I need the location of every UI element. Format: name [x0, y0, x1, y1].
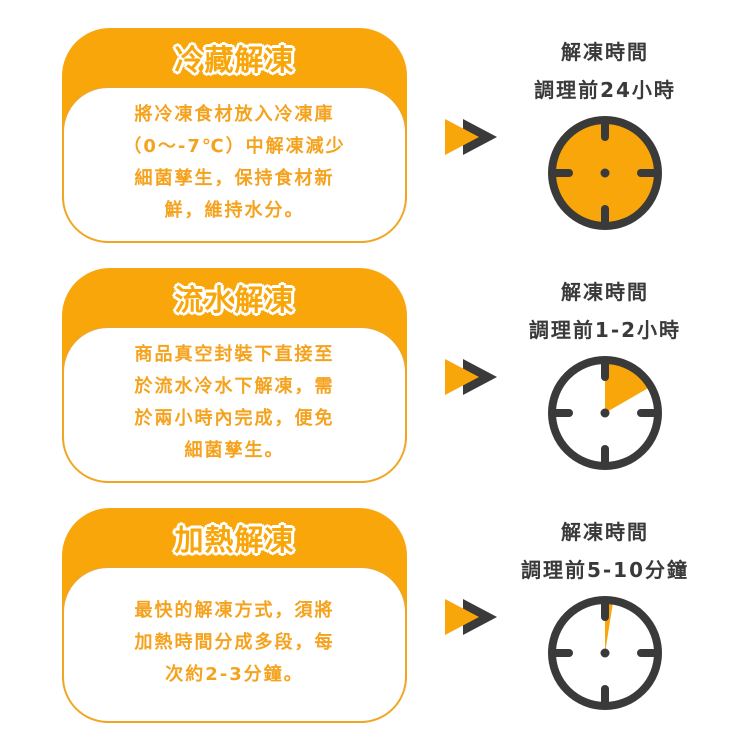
description-line: 細菌孳生，保持食材新	[134, 167, 335, 189]
description-line: 次約2-3分鐘。	[165, 663, 304, 685]
description-line: 商品真空封裝下直接至	[134, 343, 335, 365]
description-line: 鮮，維持水分。	[164, 199, 305, 221]
thaw-time-value: 調理前5-10分鐘	[520, 558, 690, 582]
double-arrow-right-icon	[445, 359, 497, 395]
thaw-time-label: 解凍時間 調理前1-2小時	[495, 273, 715, 349]
thaw-time-label: 解凍時間 調理前24小時	[495, 33, 715, 109]
thaw-time-heading: 解凍時間	[561, 40, 649, 64]
thaw-time-heading: 解凍時間	[561, 280, 649, 304]
thaw-time-value: 調理前24小時	[534, 78, 676, 102]
description-line: （0～-7℃）中解凍減少	[123, 135, 346, 157]
description-line: 細菌孳生。	[184, 439, 285, 461]
method-description: 將冷凍食材放入冷凍庫 （0～-7℃）中解凍減少 細菌孳生，保持食材新 鮮，維持水…	[105, 99, 365, 227]
method-description-box: 將冷凍食材放入冷凍庫 （0～-7℃）中解凍減少 細菌孳生，保持食材新 鮮，維持水…	[62, 86, 407, 243]
clock-icon	[548, 596, 662, 710]
method-description-box: 最快的解凍方式，須將 加熱時間分成多段，每 次約2-3分鐘。	[62, 566, 407, 723]
description-line: 最快的解凍方式，須將	[134, 599, 335, 621]
method-title: 加熱解凍	[174, 523, 295, 557]
double-arrow-right-icon	[445, 119, 497, 155]
thaw-time-heading: 解凍時間	[561, 520, 649, 544]
method-card-heating: 加熱解凍 最快的解凍方式，須將 加熱時間分成多段，每 次約2-3分鐘。	[62, 508, 407, 723]
method-description: 商品真空封裝下直接至 於流水冷水下解凍，需 於兩小時內完成，便免 細菌孳生。	[105, 339, 365, 467]
description-line: 於兩小時內完成，便免	[134, 407, 335, 429]
double-arrow-right-icon	[445, 599, 497, 635]
method-title: 冷藏解凍	[174, 43, 295, 77]
method-description: 最快的解凍方式，須將 加熱時間分成多段，每 次約2-3分鐘。	[105, 595, 365, 691]
method-card-running-water: 流水解凍 商品真空封裝下直接至 於流水冷水下解凍，需 於兩小時內完成，便免 細菌…	[62, 268, 407, 483]
method-description-box: 商品真空封裝下直接至 於流水冷水下解凍，需 於兩小時內完成，便免 細菌孳生。	[62, 326, 407, 483]
method-title: 流水解凍	[174, 283, 295, 317]
thaw-time-label: 解凍時間 調理前5-10分鐘	[495, 513, 715, 589]
clock-icon	[548, 356, 662, 470]
method-card-refrigerator: 冷藏解凍 將冷凍食材放入冷凍庫 （0～-7℃）中解凍減少 細菌孳生，保持食材新 …	[62, 28, 407, 243]
description-line: 加熱時間分成多段，每	[134, 631, 335, 653]
description-line: 於流水冷水下解凍，需	[134, 375, 335, 397]
description-line: 將冷凍食材放入冷凍庫	[134, 103, 335, 125]
clock-icon	[548, 116, 662, 230]
thaw-time-value: 調理前1-2小時	[528, 318, 682, 342]
